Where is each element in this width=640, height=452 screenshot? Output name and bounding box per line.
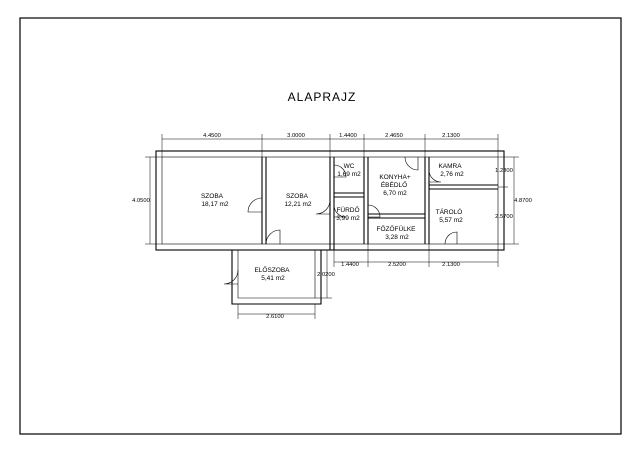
room-name-tarolo: TÁROLÓ bbox=[436, 207, 463, 216]
room-name-furdo: FÜRDŐ bbox=[336, 205, 359, 214]
room-area-szoba-1: 18,17 m2 bbox=[201, 201, 228, 208]
room-area-wc: 1,69 m2 bbox=[337, 171, 361, 178]
dim-right-upper: 1.2300 bbox=[495, 168, 513, 174]
dimension-lines bbox=[145, 134, 519, 319]
room-area-fozofulke: 3,28 m2 bbox=[385, 234, 409, 241]
dim-top-1: 4.4500 bbox=[203, 133, 221, 139]
dim-top-5: 2.1300 bbox=[442, 133, 460, 139]
dim-hall-width: 2.6100 bbox=[266, 314, 284, 320]
room-name-eloszoba: ELŐSZOBA bbox=[254, 265, 290, 274]
dim-top-4: 2.4650 bbox=[385, 133, 403, 139]
door-swings bbox=[223, 156, 458, 285]
dim-right-lower: 2.5700 bbox=[495, 214, 513, 220]
dim-right-total: 4.8700 bbox=[514, 198, 532, 204]
room-area-konyha: 6,70 m2 bbox=[383, 190, 407, 197]
interior-walls bbox=[261, 157, 498, 250]
room-area-eloszoba: 5,41 m2 bbox=[261, 275, 285, 282]
room-name-konyha: KONYHA+ bbox=[379, 174, 410, 181]
dim-hall-height: 2.0200 bbox=[317, 272, 335, 278]
plan-title: ALAPRAJZ bbox=[288, 90, 357, 104]
room-name-ebedlo: ÉBÉDLŐ bbox=[381, 180, 407, 189]
room-name-szoba-2: SZOBA bbox=[286, 193, 309, 200]
room-area-szoba-2: 12,21 m2 bbox=[284, 201, 311, 208]
dim-top-2: 3.0000 bbox=[287, 133, 305, 139]
dim-bottom-3: 2.1300 bbox=[442, 262, 460, 268]
room-name-kamra: KAMRA bbox=[438, 163, 462, 170]
room-area-tarolo: 5,57 m2 bbox=[439, 217, 463, 224]
sheet-border bbox=[19, 17, 622, 435]
dim-left: 4.0500 bbox=[132, 198, 150, 204]
room-labels: SZOBA 18,17 m2 SZOBA 12,21 m2 WC 1,69 m2… bbox=[201, 163, 464, 282]
room-area-kamra: 2,76 m2 bbox=[440, 171, 464, 178]
room-name-wc: WC bbox=[344, 163, 355, 170]
dimension-labels: 4.4500 3.0000 1.4400 2.4650 2.1300 1.440… bbox=[132, 133, 532, 320]
room-name-szoba-1: SZOBA bbox=[201, 193, 224, 200]
dim-bottom-1: 1.4400 bbox=[341, 262, 359, 268]
dim-bottom-2: 2.5200 bbox=[388, 262, 406, 268]
room-name-fozofulke: FŐZŐFÜLKE bbox=[376, 224, 416, 233]
room-area-furdo: 3,99 m2 bbox=[336, 215, 360, 222]
dim-top-3: 1.4400 bbox=[339, 133, 357, 139]
